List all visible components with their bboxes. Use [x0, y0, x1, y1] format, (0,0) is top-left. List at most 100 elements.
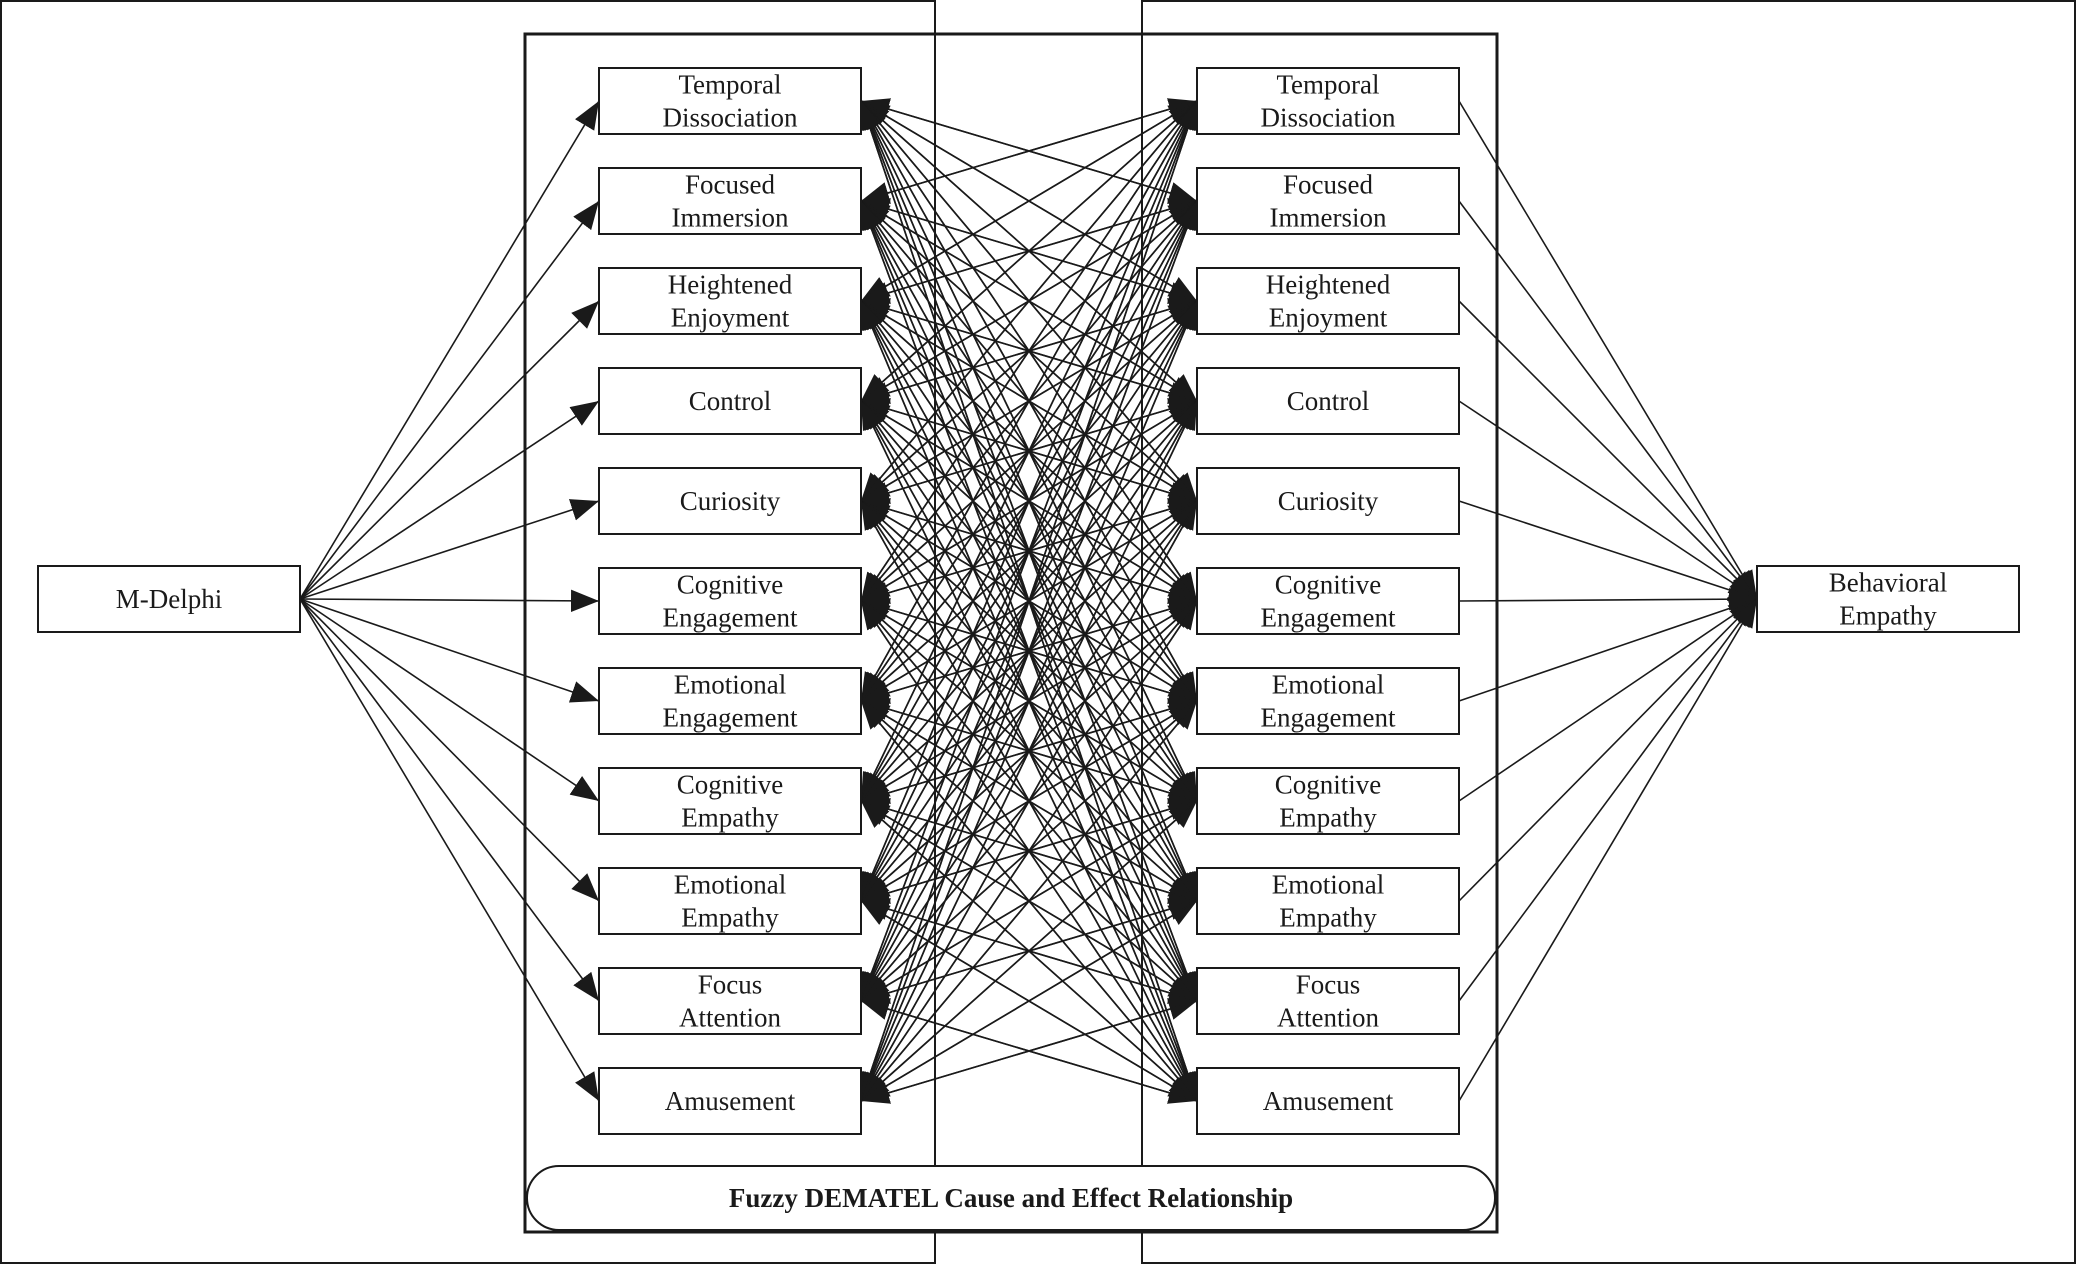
node-m-delphi-label-line-1: M-Delphi — [116, 584, 222, 614]
node-left-cognitive-empathy-label-line-2: Empathy — [681, 803, 779, 833]
node-left-heightened-enjoyment-box — [598, 267, 862, 335]
edge-dematel-control-back-to-amusement — [860, 400, 1198, 1102]
edge-heightened-enjoyment-to-behavioral-empathy — [1458, 300, 1758, 600]
node-right-control-label-line-1: Control — [1287, 386, 1370, 416]
node-left-curiosity-label-line-1: Curiosity — [680, 486, 781, 516]
node-left-emotional-engagement-label-line-2: Engagement — [663, 703, 798, 733]
node-right-focus-attention-label-line-2: Attention — [1277, 1003, 1379, 1033]
edge-curiosity-to-behavioral-empathy — [1458, 500, 1758, 601]
edge-dematel-temporal-dissociation-back-to-control — [860, 100, 1198, 402]
node-right-emotional-empathy-label-line-2: Empathy — [1279, 903, 1377, 933]
edge-dematel-temporal-dissociation-back-to-focused-immersion — [860, 100, 1198, 204]
node-right-curiosity-label-line-1: Curiosity — [1278, 486, 1379, 516]
node-behavioral-empathy-label-line-1: Behavioral — [1829, 568, 1947, 598]
edge-temporal-dissociation-to-behavioral-empathy — [1458, 100, 1758, 600]
edge-mdelphi-to-curiosity — [299, 499, 600, 600]
node-left-curiosity-box — [598, 467, 862, 535]
node-left-focused-immersion-label-line-1: Focused — [685, 170, 775, 200]
edge-dematel-temporal-dissociation-back-to-emotional-engagement — [860, 100, 1198, 702]
node-right-cognitive-engagement-label-line-2: Engagement — [1261, 603, 1396, 633]
edge-mdelphi-to-emotional-empathy — [299, 598, 600, 902]
node-left-focused-immersion-label-line-2: Immersion — [672, 203, 789, 233]
node-left-temporal-dissociation-label-line-1: Temporal — [678, 70, 781, 100]
node-right-emotional-empathy-label-line-1: Emotional — [1272, 870, 1384, 900]
node-right-cognitive-engagement-label-line-1: Cognitive — [1275, 570, 1382, 600]
node-right-heightened-enjoyment-box — [1196, 267, 1460, 335]
node-right-cognitive-empathy-box — [1196, 767, 1460, 835]
node-left-amusement-label-line-1: Amusement — [665, 1086, 796, 1116]
edge-dematel-temporal-dissociation-back-to-emotional-empathy — [860, 100, 1198, 902]
edge-emotional-empathy-to-behavioral-empathy — [1458, 598, 1758, 902]
edge-mdelphi-to-heightened-enjoyment — [299, 300, 600, 600]
node-left-curiosity: Curiosity — [598, 467, 862, 535]
edge-mdelphi-to-control — [299, 400, 600, 600]
node-left-heightened-enjoyment-label-line-1: Heightened — [668, 270, 793, 300]
node-behavioral-empathy-box — [1756, 565, 2020, 633]
edge-dematel-emotional-engagement-back-to-amusement — [860, 700, 1198, 1102]
node-right-curiosity: Curiosity — [1196, 467, 1460, 535]
node-right-amusement-box — [1196, 1067, 1460, 1135]
node-left-emotional-engagement-box — [598, 667, 862, 735]
edge-dematel-temporal-dissociation-back-to-cognitive-empathy — [860, 100, 1198, 802]
nodes-layer: M-DelphiBehavioralEmpathyTemporalDissoci… — [37, 67, 2020, 1135]
node-right-cognitive-empathy-label-line-1: Cognitive — [1275, 770, 1382, 800]
node-left-cognitive-empathy-box — [598, 767, 862, 835]
node-right-focus-attention-box — [1196, 967, 1460, 1035]
node-right-cognitive-empathy-label-line-2: Empathy — [1279, 803, 1377, 833]
node-right-cognitive-engagement-box — [1196, 567, 1460, 635]
node-left-focus-attention-box — [598, 967, 862, 1035]
node-right-emotional-engagement-box — [1196, 667, 1460, 735]
node-right-temporal-dissociation-box — [1196, 67, 1460, 135]
edge-focus-attention-to-behavioral-empathy — [1458, 598, 1758, 1002]
node-right-heightened-enjoyment-label-line-2: Enjoyment — [1269, 303, 1388, 333]
edge-cognitive-engagement-to-behavioral-empathy — [1458, 587, 1758, 611]
node-behavioral-empathy-label-line-2: Empathy — [1839, 601, 1937, 631]
node-m-delphi: M-Delphi — [37, 565, 301, 633]
edge-focused-immersion-to-behavioral-empathy — [1458, 200, 1758, 600]
node-left-temporal-dissociation-label-line-2: Dissociation — [663, 103, 798, 133]
node-right-temporal-dissociation-label-line-1: Temporal — [1276, 70, 1379, 100]
right-frame — [1141, 0, 2076, 1264]
edge-mdelphi-to-emotional-engagement — [299, 598, 600, 703]
node-m-delphi-box — [37, 565, 301, 633]
node-left-cognitive-empathy-label-line-1: Cognitive — [677, 770, 784, 800]
node-left-heightened-enjoyment-label-line-2: Enjoyment — [671, 303, 790, 333]
edge-mdelphi-to-temporal-dissociation — [299, 100, 600, 600]
node-left-control-label-line-1: Control — [689, 386, 772, 416]
node-left-focus-attention-label-line-1: Focus — [698, 970, 763, 1000]
node-left-cognitive-engagement-label-line-2: Engagement — [663, 603, 798, 633]
edge-dematel-temporal-dissociation-back-to-cognitive-engagement — [860, 100, 1198, 602]
node-right-focused-immersion-label-line-2: Immersion — [1270, 203, 1387, 233]
edge-dematel-temporal-dissociation-back-to-amusement — [859, 100, 1198, 1102]
node-left-control: Control — [598, 367, 862, 435]
edge-dematel-cognitive-engagement-back-to-amusement — [860, 600, 1198, 1102]
node-left-amusement: Amusement — [598, 1067, 862, 1135]
edge-amusement-to-behavioral-empathy — [1458, 598, 1758, 1102]
edge-dematel-curiosity-back-to-amusement — [860, 500, 1198, 1102]
node-left-emotional-engagement-label-line-1: Emotional — [674, 670, 786, 700]
node-left-cognitive-engagement-label-line-1: Cognitive — [677, 570, 784, 600]
edge-dematel-cognitive-empathy-back-to-amusement — [860, 800, 1198, 1102]
node-right-amusement-label-line-1: Amusement — [1263, 1086, 1394, 1116]
edge-dematel-temporal-dissociation-back-to-curiosity — [860, 100, 1198, 502]
edge-mdelphi-to-focused-immersion — [299, 200, 600, 600]
edge-dematel-temporal-dissociation-back-to-heightened-enjoyment — [860, 100, 1198, 302]
node-left-emotional-empathy-label-line-2: Empathy — [681, 903, 779, 933]
node-left-control-box — [598, 367, 862, 435]
edge-dematel-focused-immersion-back-to-amusement — [860, 200, 1198, 1102]
edge-mdelphi-to-amusement — [299, 598, 600, 1102]
node-left-temporal-dissociation-box — [598, 67, 862, 135]
dematel-frame — [523, 32, 1499, 1234]
